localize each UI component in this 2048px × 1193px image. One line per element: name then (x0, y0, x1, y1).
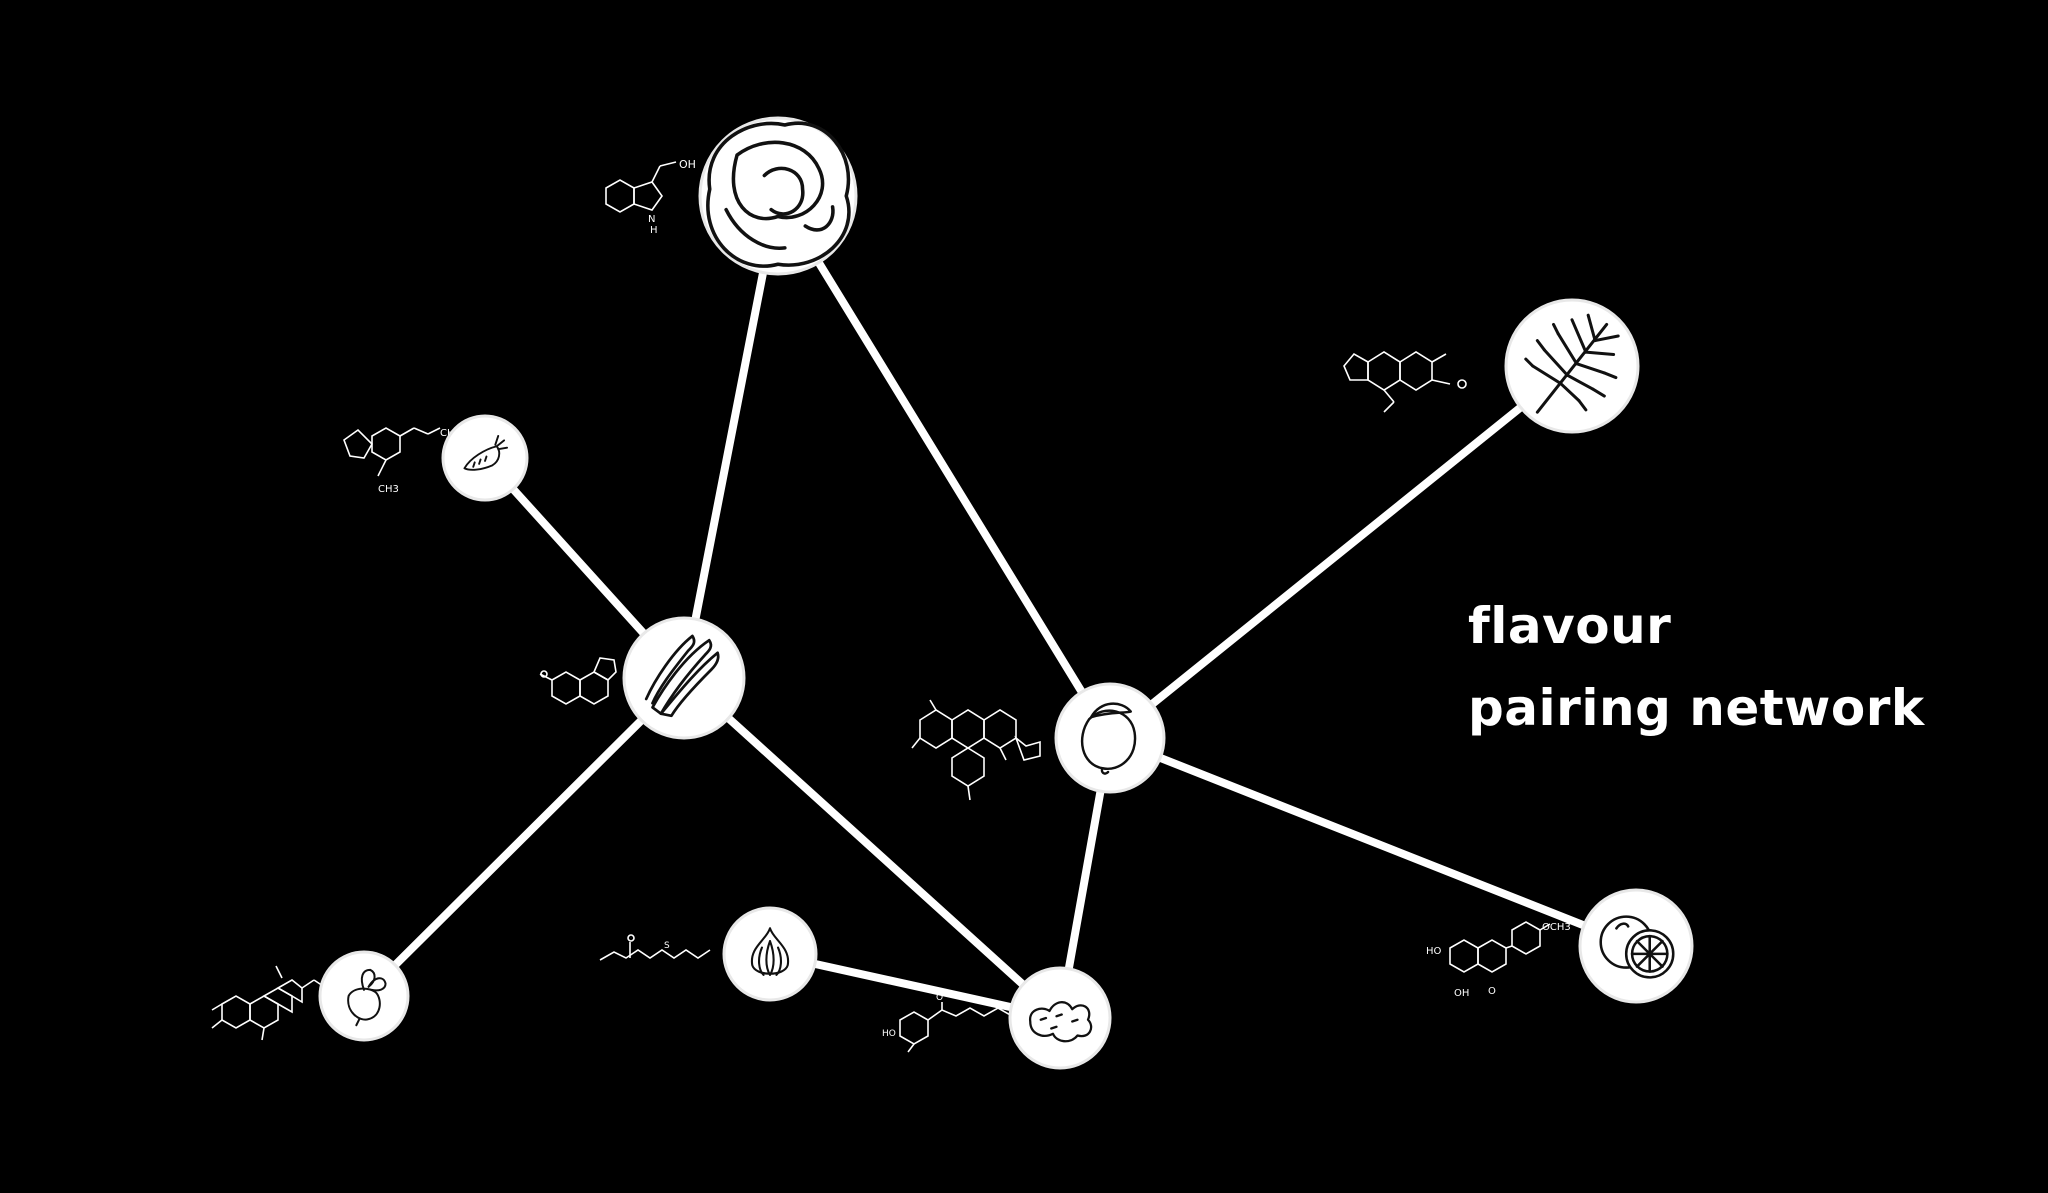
svg-text:OH: OH (1454, 988, 1469, 999)
svg-text:O: O (1488, 986, 1496, 997)
node-circle (1008, 966, 1112, 1070)
garlic-icon (750, 927, 790, 976)
cabbage-icon (706, 121, 851, 268)
svg-text:HO: HO (1426, 946, 1442, 957)
node-celery (622, 616, 746, 740)
svg-text:HO: HO (882, 1029, 896, 1039)
garlic-molecule-icon: S (599, 934, 711, 961)
node-circle (318, 950, 410, 1042)
ginger-icon (1029, 1001, 1093, 1043)
node-lemon (1054, 682, 1166, 794)
svg-text:O: O (936, 993, 943, 1003)
node-beetroot (318, 950, 410, 1042)
grapefruit-icon (1599, 915, 1675, 979)
celery-icon (644, 634, 720, 718)
node-garlic (722, 906, 818, 1002)
edge-celery-ginger (680, 674, 1064, 1022)
edge-cabbage-celery (680, 192, 782, 682)
celery-molecule-icon (539, 657, 617, 705)
svg-text:N: N (648, 214, 655, 225)
molecule-layer: OH N H CH2 CH3 (211, 158, 1571, 1053)
node-layer (318, 116, 1694, 1070)
grapefruit-molecule-icon: OCH3 HO OH O (1426, 921, 1571, 999)
edge-cabbage-lemon (774, 192, 1114, 742)
dill-molecule-icon (1343, 351, 1467, 413)
edge-layer (360, 192, 1640, 1022)
edge-dill-lemon (1106, 362, 1576, 742)
lemon-icon (1080, 702, 1137, 775)
cabbage-molecule-icon: OH N H (605, 158, 696, 236)
node-ginger (1008, 966, 1112, 1070)
node-dill (1504, 298, 1640, 434)
svg-text:OCH3: OCH3 (1542, 922, 1571, 933)
lemon-molecule-icon (911, 699, 1041, 801)
node-carrot (441, 414, 529, 502)
carrot-icon (463, 434, 509, 471)
diagram-title: flavour pairing network (1468, 585, 1925, 749)
ginger-molecule-icon: O HO (882, 993, 1041, 1053)
node-grapefruit (1578, 888, 1694, 1004)
node-circle (1054, 682, 1166, 794)
svg-text:H: H (650, 225, 658, 236)
title-line-1: flavour (1468, 597, 1672, 655)
title-line-2: pairing network (1468, 679, 1925, 737)
beetroot-icon (347, 968, 387, 1027)
node-cabbage (698, 116, 858, 276)
svg-text:CH3: CH3 (378, 484, 399, 495)
dill-icon (1524, 313, 1620, 414)
edge-celery-beetroot (360, 674, 688, 1000)
node-circle (722, 906, 818, 1002)
edge-lemon-grapefruit (1106, 734, 1640, 950)
mol-label: OH (679, 158, 696, 171)
svg-text:S: S (664, 941, 670, 951)
node-circle (698, 116, 858, 276)
